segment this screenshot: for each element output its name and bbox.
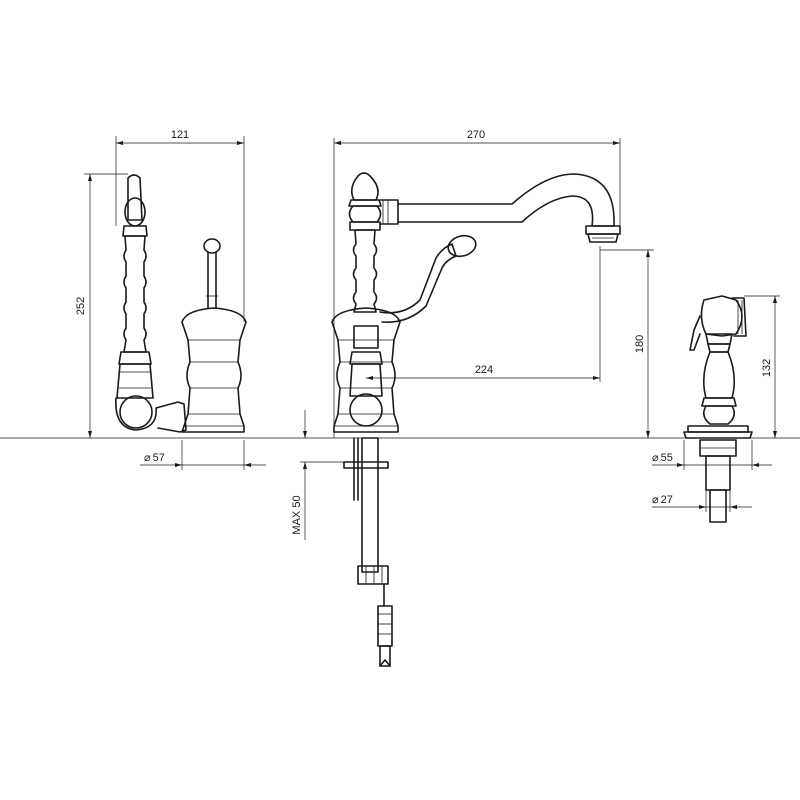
dimension-max-deck: MAX 50 (291, 410, 352, 540)
dimension-spray-flange: ⌀55 (652, 440, 772, 470)
dimension-spray-shank: ⌀27 (652, 490, 752, 512)
dimension-spray-height: 132 (744, 295, 780, 438)
label-spray-height: 132 (761, 359, 773, 377)
label-spout-height: 180 (634, 335, 646, 353)
label-spout-reach: 224 (475, 364, 493, 376)
dimension-spout-reach: 224 (366, 246, 601, 382)
label-spray-flange: ⌀55 (652, 452, 673, 464)
label-max-deck: MAX 50 (291, 495, 303, 534)
side-view (115, 174, 247, 433)
dimension-side-height: 252 (75, 173, 128, 438)
label-total-reach: 270 (467, 129, 485, 141)
label-side-width: 121 (171, 129, 189, 141)
side-spray-view (683, 295, 753, 523)
front-view (331, 172, 621, 667)
label-side-height: 252 (75, 297, 87, 315)
label-spray-shank: ⌀27 (652, 494, 673, 506)
dimension-base-diameter: ⌀57 (140, 440, 266, 470)
dimension-total-reach: 270 (333, 129, 621, 438)
dimension-spout-height: 180 (600, 249, 654, 438)
dimension-side-width: 121 (115, 129, 245, 322)
label-base-diameter: ⌀57 (144, 452, 165, 464)
